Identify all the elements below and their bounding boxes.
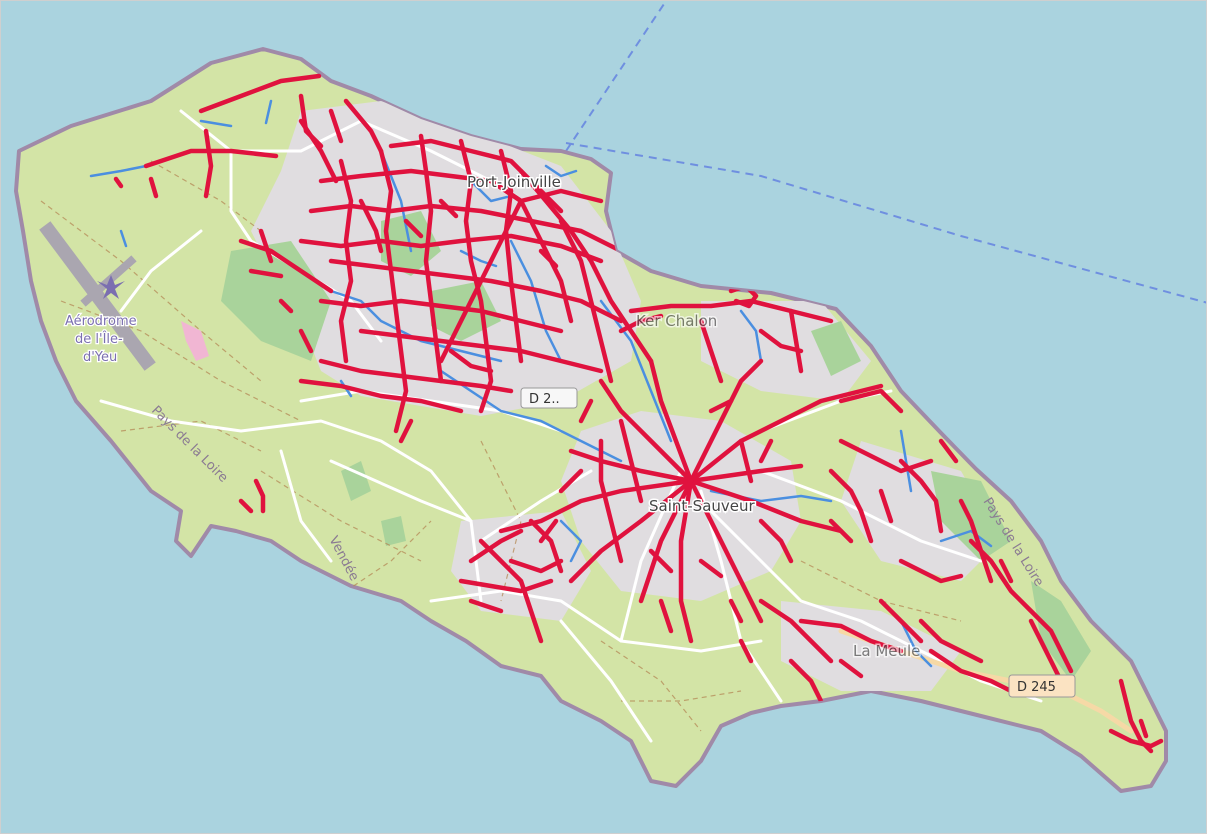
label-aerodrome-line-3[interactable]: d'Yeu (82, 349, 119, 367)
forest-patch (381, 516, 406, 546)
road-shield-d[interactable]: D 2.. (520, 387, 578, 409)
road-shield-d245-bg (1008, 674, 1076, 698)
ferry-route-east (565, 142, 1206, 304)
aerodrome-zone-pink (181, 321, 209, 361)
forest-patch (1031, 581, 1091, 681)
label-saint-sauveur[interactable]: Saint-Sauveur (648, 496, 758, 517)
label-aerodrome-line-1[interactable]: Aérodrome (64, 313, 138, 331)
runway-cross (80, 255, 137, 307)
label-la-meule[interactable]: La Meule (852, 641, 922, 662)
urban-areas (251, 101, 1001, 691)
label-ker-chalon[interactable]: Ker Chalon (635, 311, 719, 332)
road-shield-d245-label: D 245 (1017, 680, 1056, 695)
label-aerodrome-line-2[interactable]: de l'Île- (74, 330, 125, 349)
airport-icon (97, 275, 125, 299)
tracks (40, 160, 962, 732)
urban-east-coast (841, 441, 1001, 581)
label-port-joinville[interactable]: Port-Joinville (466, 172, 563, 193)
forest-patch (811, 321, 861, 376)
network-primary (113, 73, 1164, 754)
island-ile-d-yeu (14, 47, 1168, 793)
road-shield-d-bg (520, 387, 578, 409)
ferry-routes (565, 1, 1206, 304)
forest-patch (341, 461, 371, 501)
road-shield-d-label: D 2.. (529, 392, 560, 407)
road-shield-d245[interactable]: D 245 (1008, 674, 1076, 698)
aerodrome (39, 221, 209, 371)
ferry-route-north (565, 1, 667, 152)
